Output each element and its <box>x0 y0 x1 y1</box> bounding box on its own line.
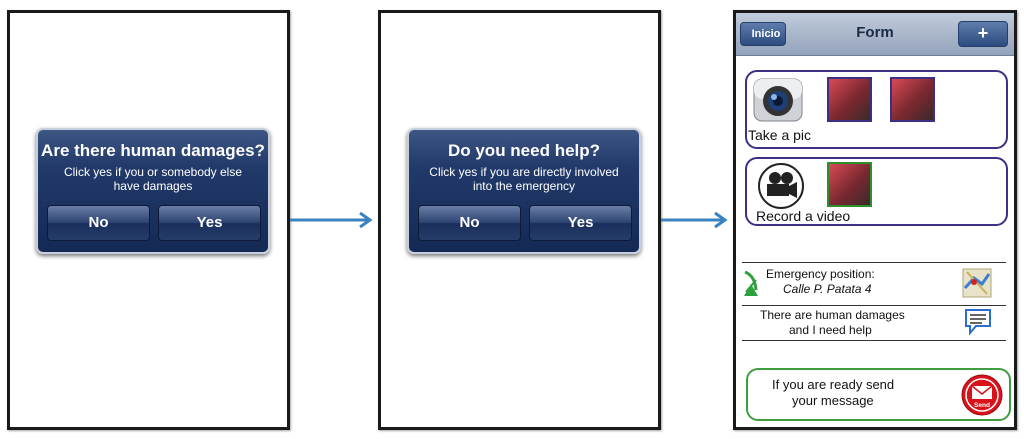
navigation-bar: Inicio Form + <box>736 13 1014 56</box>
emergency-position-label: Emergency position: <box>766 267 875 281</box>
no-button[interactable]: No <box>47 205 150 241</box>
alert-message: Click yes if you are directly involved i… <box>409 165 639 193</box>
human-damages-alert: Are there human damages? Click yes if yo… <box>36 128 270 254</box>
alert-message-line: Click yes if you are directly involved <box>429 165 619 179</box>
alert-title: Are there human damages? <box>41 141 265 160</box>
back-button[interactable]: Inicio <box>740 22 786 46</box>
satellite-dish-icon <box>744 270 758 296</box>
send-button-label: Send <box>974 402 990 409</box>
flow-arrow-icon <box>290 211 373 229</box>
record-video-label: Record a video <box>756 208 851 224</box>
page-title: Form <box>856 24 894 41</box>
send-prompt-line: If you are ready send <box>772 377 895 392</box>
no-button[interactable]: No <box>418 205 521 241</box>
alert-message-line: into the emergency <box>472 179 576 193</box>
camera-icon[interactable] <box>753 78 803 122</box>
emergency-position-value: Calle P. Patata 4 <box>783 282 872 296</box>
alert-message-line: have damages <box>113 179 193 193</box>
add-button[interactable]: + <box>958 21 1008 47</box>
map-icon[interactable] <box>962 268 992 298</box>
send-prompt-line: your message <box>792 393 874 408</box>
phone-screen-form: Inicio Form + Take a pic Record a video <box>733 10 1017 430</box>
send-message-card[interactable]: If you are ready send your message Send <box>746 368 1011 421</box>
summary-line: There are human damages <box>760 308 905 322</box>
alert-message-line: Click yes if you or somebody else <box>63 165 243 179</box>
alert-title: Do you need help? <box>447 141 601 160</box>
photo-thumbnail[interactable] <box>827 77 872 122</box>
send-button[interactable]: Send <box>961 374 1003 416</box>
phone-screen-need-help: Do you need help? Click yes if you are d… <box>378 10 661 430</box>
summary-row[interactable]: There are human damages and I need help <box>742 305 1006 341</box>
alert-message: Click yes if you or somebody else have d… <box>38 165 268 193</box>
summary-line: and I need help <box>789 323 872 337</box>
video-camera-icon[interactable] <box>757 162 805 210</box>
yes-button[interactable]: Yes <box>158 205 261 241</box>
video-thumbnail[interactable] <box>827 162 872 207</box>
take-picture-label: Take a pic <box>748 127 812 143</box>
message-bubble-icon[interactable] <box>964 308 992 336</box>
photo-thumbnail[interactable] <box>890 77 935 122</box>
yes-button[interactable]: Yes <box>529 205 632 241</box>
emergency-position-row[interactable]: Emergency position: Calle P. Patata 4 <box>742 262 1006 306</box>
record-video-card[interactable]: Record a video <box>745 157 1008 226</box>
need-help-alert: Do you need help? Click yes if you are d… <box>407 128 641 254</box>
take-picture-card[interactable]: Take a pic <box>745 70 1008 149</box>
flow-arrow-icon <box>661 211 728 229</box>
phone-screen-human-damages: Are there human damages? Click yes if yo… <box>7 10 290 430</box>
